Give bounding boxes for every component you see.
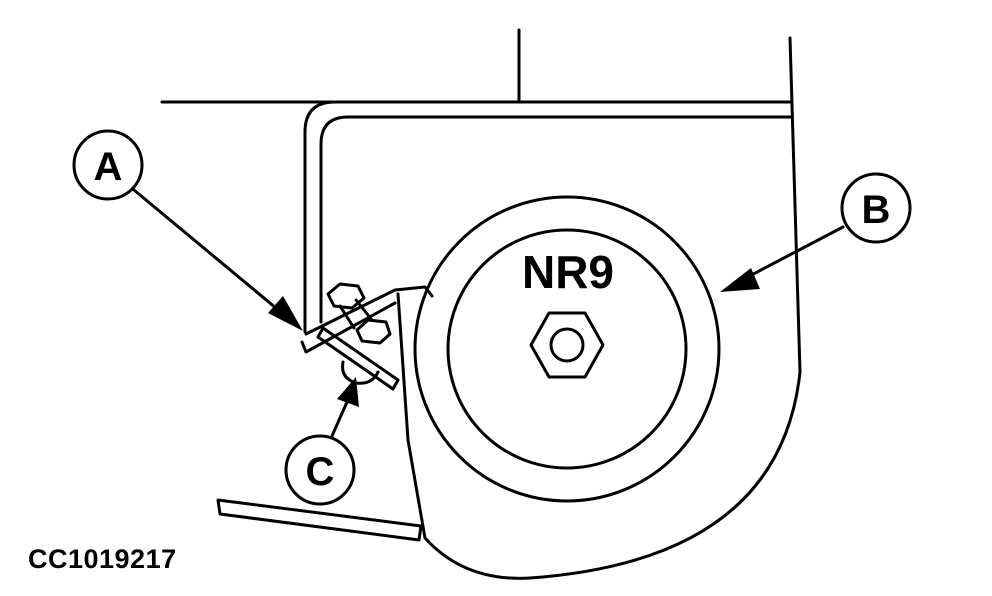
bracket-inner (319, 115, 792, 324)
part-label: NR9 (522, 246, 614, 298)
callout-b-arrowhead (720, 268, 760, 292)
callout-b-label: B (862, 188, 891, 232)
callout-c-circle (284, 434, 356, 506)
pulley-inner (446, 228, 688, 470)
callout-b-leader (738, 225, 845, 283)
adjust-bolt-head (326, 282, 366, 310)
callout-b: B (720, 172, 912, 292)
callout-c-arrowhead (337, 377, 359, 407)
mount-tab-lower (300, 301, 397, 354)
mount-tab (304, 285, 434, 336)
center-hex-nut (529, 311, 605, 379)
bracket-outer (303, 100, 792, 334)
center-bolt-hole (549, 327, 585, 363)
callout-c: C (284, 377, 359, 506)
bottom-bracket (216, 498, 423, 542)
lock-nut (355, 318, 392, 345)
adjust-bolt-shank-2 (354, 298, 374, 322)
callout-a: A (72, 129, 303, 331)
housing-lower-curve (423, 370, 802, 580)
callout-a-arrowhead (268, 296, 303, 331)
callout-a-label: A (94, 145, 123, 189)
callout-a-circle (72, 129, 144, 201)
callout-a-leader (132, 188, 290, 320)
figure-id: CC1019217 (28, 544, 177, 574)
tensioner-arm (396, 292, 427, 540)
adjust-bolt-shank-1 (338, 304, 356, 330)
callout-c-leader (330, 400, 349, 438)
pulley-outer (413, 195, 721, 503)
adjust-bar (316, 326, 400, 391)
callout-c-label: C (306, 450, 335, 494)
callout-b-circle (840, 172, 912, 244)
housing-right-edge (788, 36, 802, 374)
